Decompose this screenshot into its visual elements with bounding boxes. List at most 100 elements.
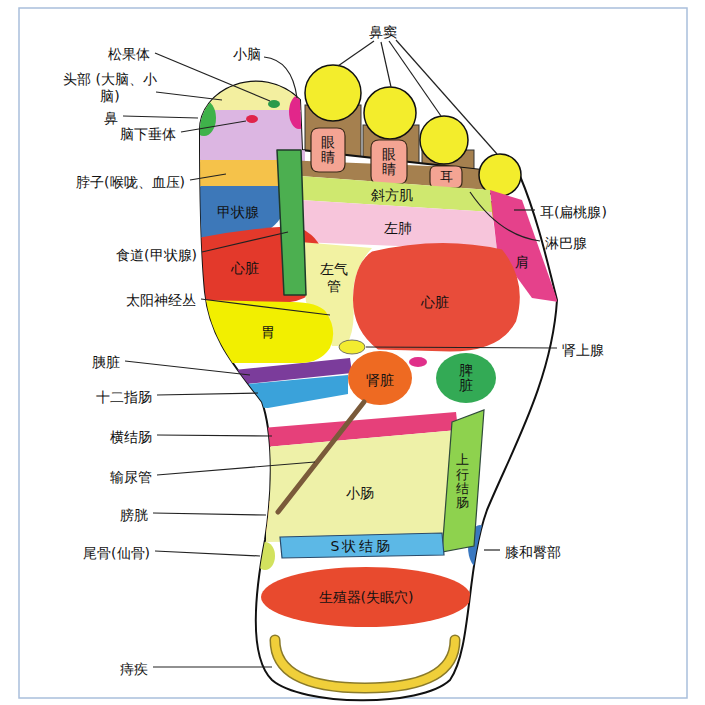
leader-line [123,116,198,118]
leader-line [264,57,297,98]
part-label: 尾骨(仙骨) [83,545,150,562]
zone-label: 心脏 [421,294,449,310]
zone-fill [348,351,412,405]
part-label: 鼻 [104,110,118,127]
eye-zone: 眼睛 [369,138,409,186]
part-label: 耳(扁桃腺) [540,204,607,221]
zone-fill [198,300,333,363]
part-label: 膝和臀部 [505,544,561,561]
part-label: 痔疾 [120,661,148,678]
part-label: 脖子(喉咙、血压) [76,174,185,191]
zone-fill [300,200,497,250]
leader-line [381,42,391,87]
label-anchor: 十二指肠 [96,387,152,406]
label-anchor: 淋巴腺 [545,233,587,252]
label-anchor: 横结肠 [110,427,152,446]
zone-fill [311,128,345,172]
leader-line [396,40,497,154]
label-anchor: 食道(甲状腺) [116,245,197,264]
leader-line [156,92,222,100]
esophagus-zone [277,150,306,295]
hemorrhoid-zone [275,640,455,688]
zone-label: 眼睛 [321,135,335,166]
zone-fill [371,140,407,184]
zone-label: 左气管 [320,261,348,295]
label-anchor: 小脑 [233,44,261,63]
heart-zone: 心脏 [351,241,522,354]
small-intestine-zone: 小肠 [264,428,460,544]
kidney-zone: 肾脏 [346,349,414,407]
part-label: 头部 (大脑、小脑) [60,71,160,105]
zone-label: 斜方肌 [371,187,413,203]
zone-label: 左肺 [384,220,412,236]
part-label: 鼻窦 [369,24,397,41]
label-anchor: 胰脏 [92,352,120,371]
toe [364,87,416,139]
part-label: 淋巴腺 [545,235,587,252]
leader-line [125,361,250,375]
label-anchor: 鼻窦 [369,22,397,41]
leader-line [201,299,330,315]
toe [305,65,361,121]
stomach-zone: 胃 [196,298,335,365]
zone-label: S状结肠 [331,538,394,554]
pituitary-dot [246,115,258,123]
adrenal-zone [339,340,365,354]
leader-line [514,209,535,210]
label-anchor: 肾上腺 [562,340,604,359]
head-zone [195,55,305,112]
label-anchor: 输尿管 [110,467,152,486]
zone-fill [280,533,444,558]
eye-zone: 眼睛 [309,126,347,174]
spleen-zone: 脾脏 [434,351,498,405]
leader-line [153,666,272,667]
part-label: 横结肠 [110,429,152,446]
genital-zone: 生殖器(失眠穴) [259,565,473,629]
part-label: 胰脏 [92,354,120,371]
part-label: 食道(甲状腺) [116,247,197,264]
label-anchor: 脖子(喉咙、血压) [76,172,185,191]
label-anchor: 松果体 [108,44,150,63]
part-label: 十二指肠 [96,389,152,406]
leader-line [338,41,374,66]
lung-zone: 左肺 [298,198,499,252]
leader-line [190,174,226,180]
zone-label: 眼睛 [382,147,396,178]
leader-line [470,192,540,241]
part-label: 脑下垂体 [120,126,176,143]
label-anchor: 尾骨(仙骨) [83,543,150,562]
part-label: 小脑 [233,46,261,63]
duodenum-zone [236,375,348,408]
zone-fill [261,567,471,627]
zone-label: 肾脏 [366,372,394,388]
leader-line [157,435,272,436]
zone-label: 上行结肠 [456,453,469,510]
zone-label: 生殖器(失眠穴) [319,589,414,605]
leader-line [389,41,441,116]
part-label: 肾上腺 [562,342,604,359]
adrenal-zone [409,357,427,367]
zone-label: 耳 [440,170,453,185]
label-anchor: 脑下垂体 [120,124,176,143]
part-label: 太阳神经丛 [126,292,196,309]
label-anchor: 耳(扁桃腺) [540,202,607,221]
leader-line [155,551,260,556]
label-anchor: 头部 (大脑、小脑) [60,71,160,105]
ascending-colon-zone: 上行结肠 [440,408,486,554]
part-label: 松果体 [108,46,150,63]
sigmoid-colon-zone: S状结肠 [278,531,446,560]
leader-lines [123,40,557,667]
zone-fill [436,353,496,403]
hemorrhoid-zone-edge [275,640,455,688]
label-anchor: 太阳神经丛 [126,290,196,309]
zone-label: 脾脏 [459,363,473,394]
ureter-zone [278,402,364,512]
zone-label: 甲状腺 [217,204,259,220]
label-anchor: 膀胱 [120,505,148,524]
frame [19,8,687,698]
leader-line [366,347,557,348]
leader-line [157,393,258,395]
zone-label: 小肠 [346,485,374,501]
zone-label: 肩 [515,254,529,270]
